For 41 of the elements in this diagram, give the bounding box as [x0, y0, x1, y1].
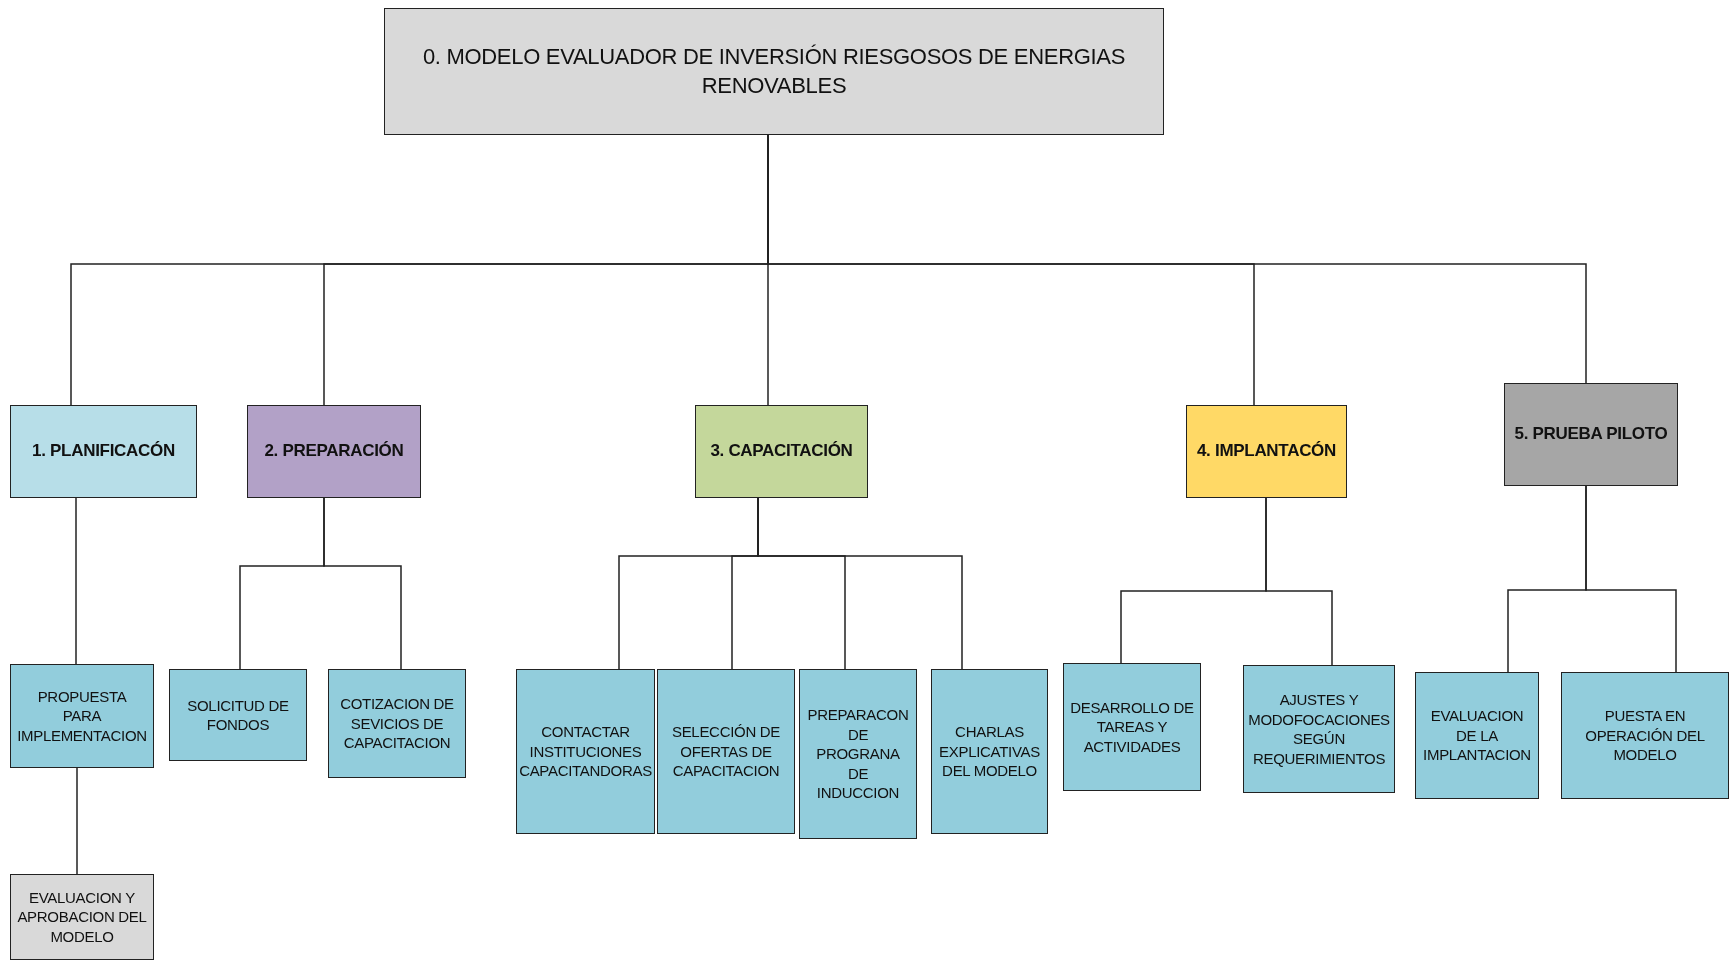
box-label: PREPARACON DE PROGRANA DE INDUCCION	[806, 705, 910, 803]
phase-box	[695, 405, 868, 498]
connector-line	[1265, 497, 1333, 666]
task-box	[1415, 672, 1539, 799]
connector-line	[1585, 485, 1677, 673]
phase-box	[1504, 383, 1678, 486]
box-label: PROPUESTA PARA IMPLEMENTACION	[17, 686, 147, 746]
box-label: SOLICITUD DE FONDOS	[186, 695, 290, 735]
task-box	[10, 664, 154, 768]
task-box	[169, 669, 307, 761]
box-label: 1. PLANIFICACÓN	[32, 440, 175, 463]
task-box	[657, 669, 795, 834]
connector-line	[75, 497, 77, 665]
box-label: AJUSTES Y MODOFOCACIONES SEGÚN REQUERIMIENTOS	[1248, 690, 1390, 768]
phase-box	[247, 405, 421, 498]
box-label: CONTACTAR INSTITUCIONES CAPACITANDORAS	[519, 722, 652, 781]
phase-box	[10, 405, 197, 498]
task-box	[1243, 665, 1395, 793]
box-label: EVALUACION DE LA IMPLANTACION	[1422, 706, 1532, 765]
box-label: SELECCIÓN DE OFERTAS DE CAPACITACION	[670, 722, 782, 781]
box-label: 3. CAPACITACIÓN	[710, 440, 853, 463]
task-box	[10, 874, 154, 960]
box-label: COTIZACION DE SEVICIOS DE CAPACITACION	[339, 694, 455, 753]
phase-box	[1186, 405, 1347, 498]
box-label: 4. IMPLANTACÓN	[1196, 440, 1336, 463]
task-box	[1561, 672, 1729, 799]
task-box	[1063, 663, 1201, 791]
task-box	[516, 669, 655, 834]
box-label: PUESTA EN OPERACIÓN DEL MODELO	[1584, 706, 1706, 765]
box-label: DESARROLLO DE TAREAS Y ACTIVIDADES	[1070, 697, 1194, 757]
box-label: EVALUACION Y APROBACION DEL MODELO	[17, 887, 147, 947]
box-label: 0. MODELO EVALUADOR DE INVERSIÓN RIESGOSOS DE ENERGIAS RENOVABLES	[421, 42, 1127, 100]
title-box	[384, 8, 1164, 135]
box-label: CHARLAS EXPLICATIVAS DEL MODELO	[938, 722, 1041, 781]
task-box	[799, 669, 917, 839]
connector-line	[323, 497, 402, 670]
connector-line	[76, 767, 78, 875]
task-box	[328, 669, 466, 778]
box-label: 5. PRUEBA PILOTO	[1514, 423, 1668, 446]
box-label: 2. PREPARACIÓN	[264, 440, 404, 463]
task-box	[931, 669, 1048, 834]
